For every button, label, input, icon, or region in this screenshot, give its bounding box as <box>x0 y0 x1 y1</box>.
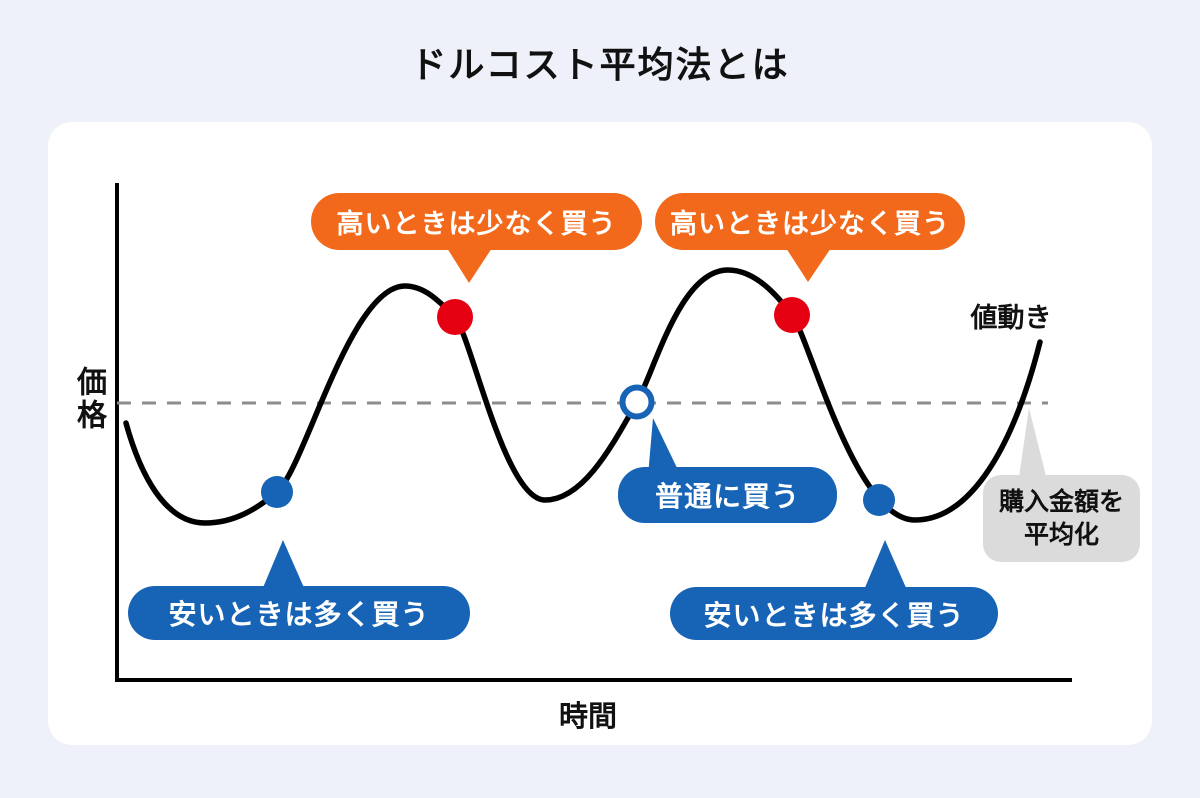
callout-average-note: 購入金額を 平均化 <box>983 475 1140 562</box>
chart-card: 高いときは少なく買う 高いときは少なく買う 安いときは多く買う 安いときは多く買… <box>48 122 1152 745</box>
low-point-marker-2 <box>863 484 895 516</box>
price-chart <box>115 183 1072 682</box>
page-title: ドルコスト平均法とは <box>410 44 790 85</box>
callout-buy-less-first: 高いときは少なく買う <box>311 193 642 250</box>
buy-more-second-tail <box>864 540 907 590</box>
callout-buy-more-first: 安いときは多く買う <box>128 586 470 640</box>
average-note-line1: 購入金額を <box>998 488 1124 516</box>
average-note-line2: 平均化 <box>1023 520 1099 549</box>
callout-buy-normal: 普通に買う <box>618 467 837 523</box>
average-point-marker <box>619 384 655 420</box>
callout-buy-less-second: 高いときは少なく買う <box>655 193 965 250</box>
high-point-marker-2 <box>774 297 810 333</box>
x-axis-label: 時間 <box>558 701 617 733</box>
callout-buy-more-second: 安いときは多く買う <box>670 587 998 640</box>
buy-more-first-tail <box>262 540 305 590</box>
low-point-marker-1 <box>261 476 293 508</box>
high-point-marker-1 <box>437 299 473 335</box>
average-note-tail <box>1018 408 1047 484</box>
y-axis-label: 価格 <box>72 366 105 432</box>
curve-label: 値動き <box>970 303 1052 333</box>
buy-less-first-tail <box>447 248 492 283</box>
buy-less-second-tail <box>786 248 831 282</box>
buy-normal-tail <box>648 418 679 476</box>
